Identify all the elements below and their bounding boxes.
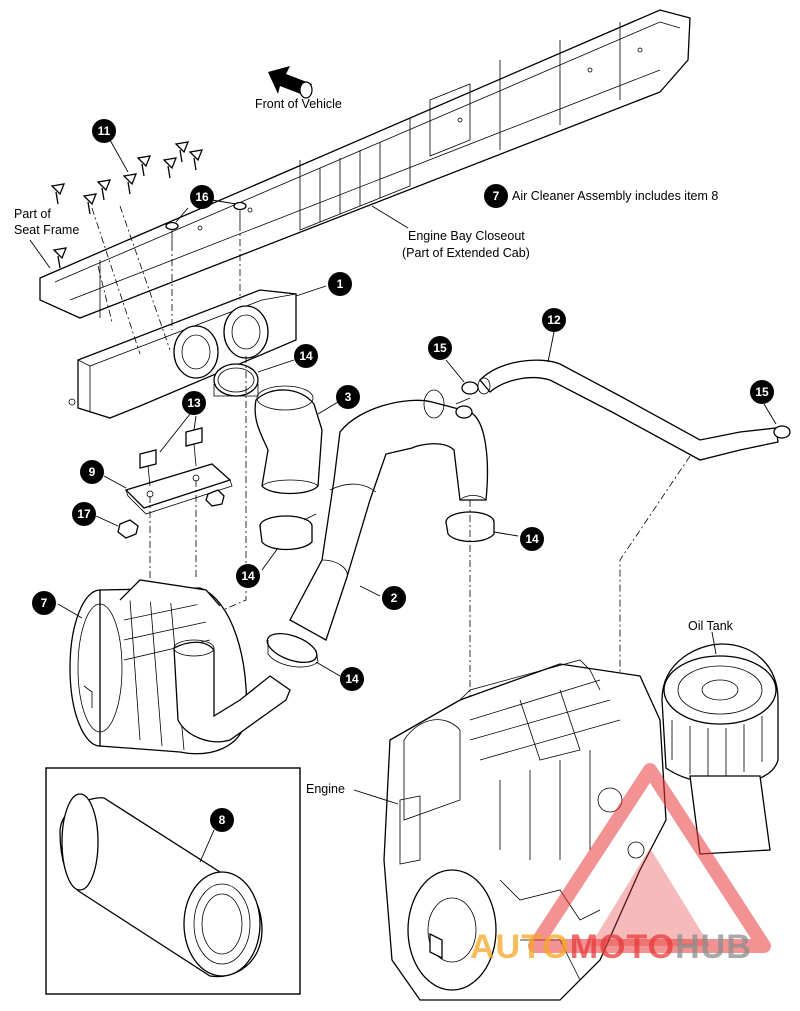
intake-hose-item-2 — [289, 389, 489, 641]
small-clamp-left — [445, 359, 479, 395]
svg-text:8: 8 — [219, 813, 226, 827]
small-clamp-right — [763, 403, 791, 439]
air-cleaner-note: Air Cleaner Assembly includes item 8 — [512, 189, 718, 203]
oil-tank — [661, 631, 779, 855]
engine-bay-closeout-label-line1: Engine Bay Closeout — [408, 229, 525, 243]
svg-text:16: 16 — [195, 190, 209, 204]
air-cleaner-assembly — [57, 579, 291, 755]
engine-bay-closeout-panel — [39, 9, 691, 319]
svg-text:11: 11 — [98, 124, 111, 138]
breather-hose-item-12 — [477, 331, 779, 461]
callout-16: 16 — [190, 185, 214, 209]
hose-clamp-lower — [266, 632, 341, 677]
engine-label: Engine — [306, 782, 345, 796]
watermark-text: AUTOMOTOHUB — [470, 928, 752, 966]
callout-11: 11 — [92, 119, 116, 143]
automotohub-watermark: AUTOMOTOHUB — [470, 763, 771, 966]
svg-text:1: 1 — [337, 277, 344, 291]
elbow-hose-item-3 — [254, 385, 339, 495]
svg-text:15: 15 — [433, 341, 447, 355]
mounting-plate-item-9 — [103, 463, 233, 515]
callout-3: 3 — [336, 385, 360, 409]
callout-15-b: 15 — [750, 380, 774, 404]
svg-text:14: 14 — [345, 672, 359, 686]
callout-12: 12 — [542, 308, 566, 332]
callout-13: 13 — [182, 391, 206, 415]
hose-clamp-mid-left — [259, 513, 317, 571]
svg-text:14: 14 — [241, 569, 255, 583]
front-of-vehicle-arrow-icon — [268, 66, 313, 99]
screws-item-16 — [165, 199, 247, 244]
oil-tank-label: Oil Tank — [688, 619, 734, 633]
assembly-dash-lines — [91, 205, 691, 700]
svg-text:7: 7 — [493, 189, 500, 203]
svg-text:9: 9 — [89, 465, 96, 479]
callout-15-a: 15 — [428, 336, 452, 360]
callout-17: 17 — [72, 502, 96, 526]
seat-frame-label-line2: Seat Frame — [14, 223, 79, 237]
engine-bay-closeout-label-line2: (Part of Extended Cab) — [402, 246, 530, 260]
hose-clamp-top-right — [455, 397, 473, 419]
svg-text:17: 17 — [77, 507, 91, 521]
svg-text:7: 7 — [41, 596, 48, 610]
callout-1: 1 — [328, 272, 352, 296]
air-filter-element-item-8 — [59, 793, 263, 978]
seat-frame-label-line1: Part of — [14, 207, 51, 221]
bolts-item-13 — [139, 413, 203, 487]
svg-text:14: 14 — [525, 532, 539, 546]
air-cleaner-bracket — [68, 285, 327, 419]
front-of-vehicle-label: Front of Vehicle — [255, 97, 342, 111]
hose-clamp-upper-left — [213, 359, 295, 397]
callout-14-a: 14 — [294, 344, 318, 368]
callout-14-d: 14 — [340, 667, 364, 691]
nuts-item-17 — [95, 489, 225, 539]
svg-text:12: 12 — [547, 313, 561, 327]
callout-9: 9 — [80, 460, 104, 484]
push-rivets — [50, 139, 204, 269]
svg-text:2: 2 — [391, 591, 398, 605]
callout-7: 7 — [32, 591, 56, 615]
engine — [383, 659, 667, 1001]
callout-8: 8 — [210, 808, 234, 832]
svg-text:13: 13 — [187, 396, 201, 410]
svg-text:14: 14 — [299, 349, 313, 363]
svg-text:3: 3 — [345, 390, 352, 404]
hose-clamp-mid-right — [445, 511, 519, 543]
callout-7-note: 7 — [484, 184, 508, 208]
callout-14-b: 14 — [520, 527, 544, 551]
svg-text:15: 15 — [755, 385, 769, 399]
callout-14-c: 14 — [236, 564, 260, 588]
callout-2: 2 — [382, 586, 406, 610]
